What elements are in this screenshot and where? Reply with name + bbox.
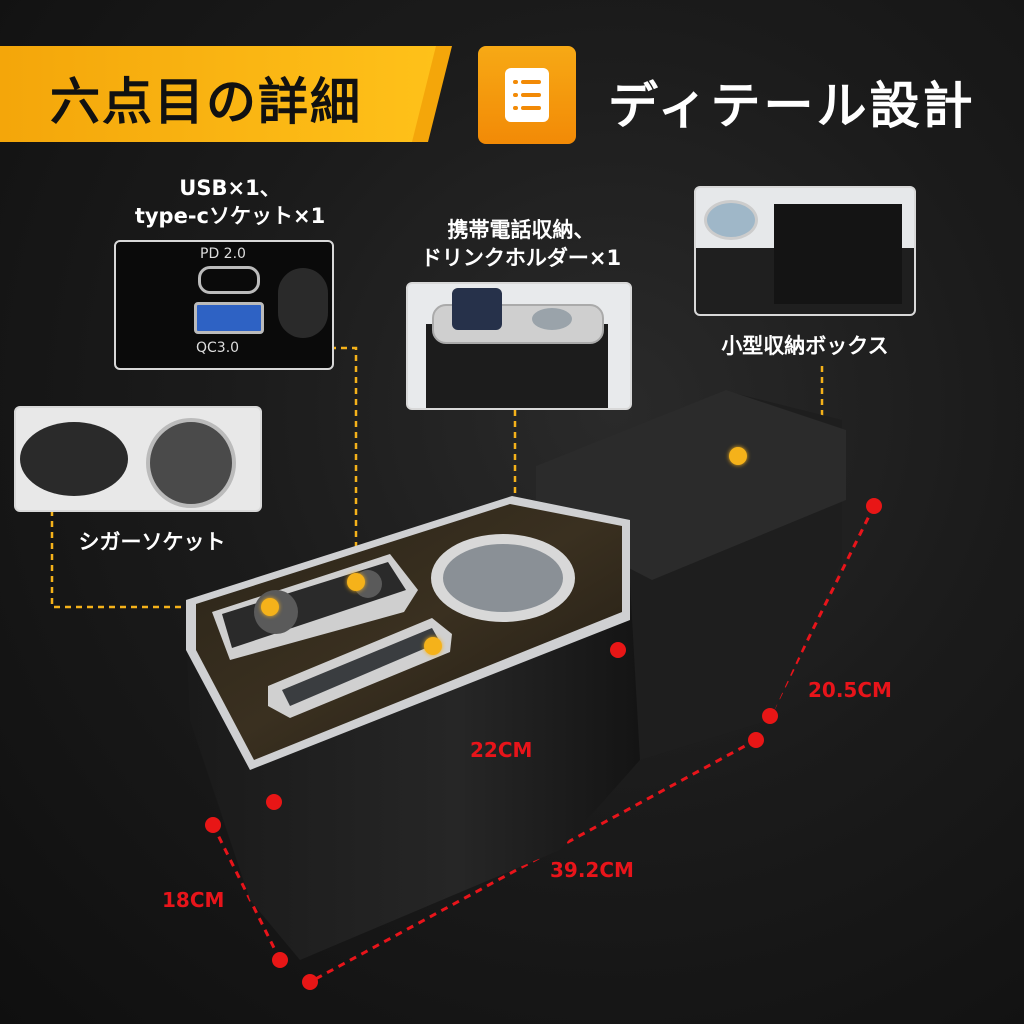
drink-holder bbox=[704, 200, 758, 240]
cup-holder bbox=[443, 544, 563, 612]
drink-holder bbox=[532, 308, 572, 330]
box-callout-label: 小型収納ボックス bbox=[721, 334, 889, 358]
dimension-point bbox=[266, 794, 282, 810]
cigar-socket bbox=[146, 418, 236, 508]
box-marker bbox=[729, 447, 747, 465]
socket-cap bbox=[20, 422, 128, 496]
header-subtitle: ディテール設計 bbox=[608, 76, 976, 135]
phone-callout-label: 携帯電話収納、 ドリンクホルダー×1 bbox=[396, 216, 646, 272]
phone-holder-photo bbox=[406, 282, 632, 410]
phone-callout-line2: ドリンクホルダー×1 bbox=[420, 246, 622, 270]
dimension-point bbox=[610, 642, 626, 658]
cigar-socket-photo bbox=[14, 406, 262, 512]
header-title: 六点目の詳細 bbox=[50, 72, 362, 131]
phone-callout-line1: 携帯電話収納、 bbox=[447, 218, 595, 242]
socket-cap bbox=[278, 268, 328, 338]
dimension-point bbox=[272, 952, 288, 968]
header-banner bbox=[0, 46, 450, 142]
pd-label: PD 2.0 bbox=[200, 246, 246, 262]
type-c-port bbox=[198, 266, 260, 294]
width-dimension: 22CM bbox=[470, 738, 533, 762]
dimension-point bbox=[762, 708, 778, 724]
cigar-callout-label: シガーソケット bbox=[78, 530, 226, 554]
dimension-point bbox=[748, 732, 764, 748]
storage-compartment bbox=[774, 204, 902, 304]
storage-box-photo bbox=[694, 186, 916, 316]
depth-dimension: 39.2CM bbox=[550, 858, 634, 882]
rear-height-dimension: 20.5CM bbox=[808, 678, 892, 702]
document-list-icon bbox=[478, 46, 576, 144]
usb-callout-line2: type-cソケット×1 bbox=[134, 204, 326, 228]
usb-callout-label: USB×1、 type-cソケット×1 bbox=[100, 174, 360, 230]
cigar-marker bbox=[261, 598, 279, 616]
phone-slot bbox=[282, 628, 440, 706]
dimension-point bbox=[302, 974, 318, 990]
front-height-dimension: 18CM bbox=[162, 888, 225, 912]
phone-icon bbox=[452, 288, 502, 330]
dimension-point bbox=[866, 498, 882, 514]
usb-callout-line1: USB×1、 bbox=[179, 176, 281, 200]
phone-marker bbox=[424, 637, 442, 655]
usb-a-port bbox=[194, 302, 264, 334]
usb-port-photo: PD 2.0 QC3.0 bbox=[114, 240, 334, 370]
usb-marker bbox=[347, 573, 365, 591]
qc-label: QC3.0 bbox=[196, 340, 240, 356]
dimension-point bbox=[205, 817, 221, 833]
